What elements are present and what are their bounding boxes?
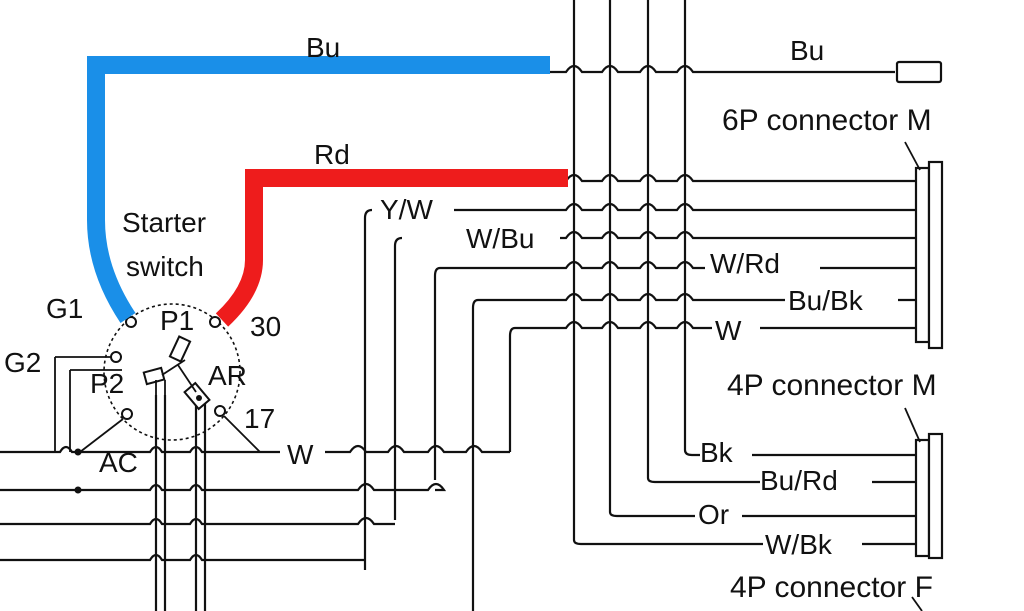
- left-feeder-wires: [363, 208, 516, 611]
- switch-title-line2: switch: [126, 251, 204, 282]
- wire-label-rd: Rd: [314, 139, 350, 170]
- connector-label-4p-m: 4P connector M: [727, 369, 937, 402]
- terminal-g2: [110, 351, 122, 363]
- blue-wire-highlight: [87, 56, 550, 323]
- wire-label-bu-right: Bu: [790, 35, 824, 66]
- terminal-label-p2: P2: [90, 368, 124, 399]
- wire-label-w-bottom: W: [287, 439, 314, 470]
- starter-switch: [54, 303, 280, 453]
- wire-label-w-right: W: [715, 315, 742, 346]
- wire-label-burd: Bu/Rd: [760, 465, 838, 496]
- wire-label-wbu: W/Bu: [466, 223, 534, 254]
- switch-labels: Starter switch G1 G2 P1 P2 30 AR 17 AC: [4, 207, 281, 478]
- connector-labels: 6P connector M 4P connector M 4P connect…: [722, 104, 937, 604]
- switch-contacts: [142, 335, 211, 411]
- vertical-bus-wires: [572, 0, 687, 540]
- wire-label-yw: Y/W: [380, 194, 433, 225]
- bu-terminal-plug: [895, 60, 943, 84]
- terminal-30: [209, 316, 221, 328]
- wire-label-wbk: W/Bk: [765, 529, 833, 560]
- wire-label-bubk: Bu/Bk: [788, 285, 864, 316]
- red-wire-highlight: [215, 169, 568, 327]
- terminal-g1: [125, 316, 137, 328]
- wire-label-bk: Bk: [700, 437, 734, 468]
- terminal-label-ac: AC: [99, 447, 138, 478]
- terminal-label-g1: G1: [46, 293, 83, 324]
- horizontal-wires-right: [440, 60, 943, 330]
- terminal-ac: [121, 408, 133, 420]
- switch-body: [103, 303, 241, 441]
- terminal-label-ar: AR: [208, 360, 247, 391]
- terminal-label-30: 30: [250, 311, 281, 342]
- bottom-left-wires: [0, 395, 510, 611]
- wire-label-wrd: W/Rd: [710, 248, 780, 279]
- connector-label-4p-f: 4P connector F: [730, 571, 933, 604]
- bus-to-4p-connector-wires: [572, 449, 918, 546]
- connector-6p-m: [904, 141, 944, 350]
- wire-labels: Bu Bu Rd Y/W W/Bu W/Rd Bu/Bk W W Bk Bu/R…: [287, 32, 864, 560]
- wire-label-or: Or: [698, 499, 729, 530]
- connector-label-6p-m: 6P connector M: [722, 104, 932, 137]
- connector-4p-m: [904, 407, 944, 560]
- wire-label-bu-top: Bu: [306, 32, 340, 63]
- terminal-label-17: 17: [244, 403, 275, 434]
- terminal-label-p1: P1: [160, 305, 194, 336]
- terminal-label-g2: G2: [4, 347, 41, 378]
- terminal-17: [214, 405, 226, 417]
- switch-title-line1: Starter: [122, 207, 206, 238]
